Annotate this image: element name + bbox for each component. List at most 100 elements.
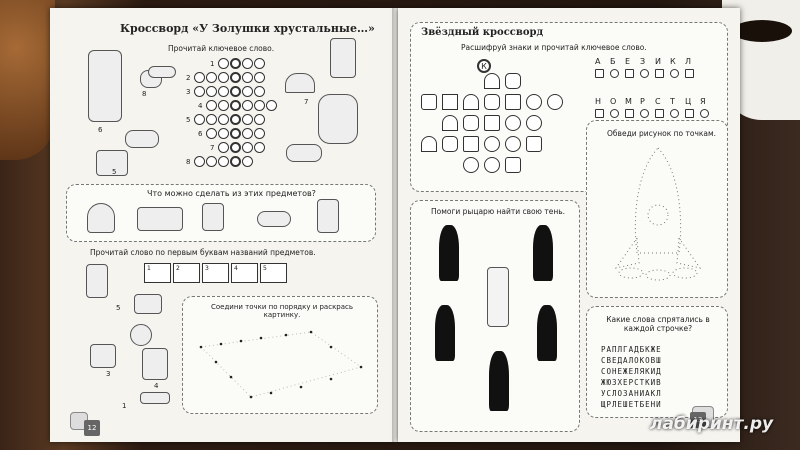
crossword-cell[interactable] (254, 142, 265, 153)
symbol-cell[interactable] (484, 94, 500, 110)
crossword-cell[interactable] (242, 156, 253, 167)
crossword-cell[interactable] (218, 100, 229, 111)
crossword-cell[interactable] (206, 72, 217, 83)
question-materials: Что можно сделать из этих предметов? (147, 189, 316, 198)
beads-picture (148, 66, 176, 78)
symbol-cell[interactable] (505, 94, 521, 110)
crossword-cell[interactable] (242, 100, 253, 111)
crossword-cell[interactable] (254, 58, 265, 69)
crossword-cell[interactable] (218, 156, 229, 167)
symbol-cell[interactable] (484, 157, 500, 173)
answer-box[interactable]: 1 (144, 263, 171, 283)
symbol-cell[interactable] (484, 136, 500, 152)
crossword-cell[interactable] (230, 128, 241, 139)
cipher-letter: И (655, 57, 661, 66)
shadow-option-4[interactable] (537, 305, 557, 361)
symbol-cell[interactable] (547, 94, 563, 110)
answer-box[interactable]: 4 (231, 263, 258, 283)
item-number: 8 (142, 90, 147, 98)
symbol-cell[interactable] (421, 94, 437, 110)
symbol-cell[interactable] (463, 136, 479, 152)
crossword-cell[interactable] (266, 100, 277, 111)
symbol-cell[interactable] (526, 115, 542, 131)
symbol-cell[interactable] (484, 115, 500, 131)
crossword-cell[interactable] (194, 86, 205, 97)
answer-box[interactable]: 2 (173, 263, 200, 283)
crossword-cell[interactable] (230, 114, 241, 125)
crossword-cell[interactable] (242, 114, 253, 125)
crossword-cell[interactable] (230, 86, 241, 97)
symbol-cell[interactable] (463, 94, 479, 110)
crossword-cell[interactable] (206, 156, 217, 167)
crossword-cell[interactable] (206, 100, 217, 111)
crossword-row-number: 5 (186, 116, 191, 124)
symbol-cell[interactable] (505, 136, 521, 152)
page-number-right: 13 (690, 412, 706, 428)
crossword-cell[interactable] (194, 156, 205, 167)
symbol-cell[interactable] (442, 115, 458, 131)
crossword-cell[interactable] (218, 114, 229, 125)
crossword-cell[interactable] (254, 128, 265, 139)
crossword-cell[interactable] (218, 86, 229, 97)
shadow-option-2[interactable] (533, 225, 553, 281)
crossword-cell[interactable] (230, 100, 241, 111)
left-page-title: Кроссворд «У Золушки хрустальные…» (120, 22, 375, 35)
cipher-symbol (610, 69, 619, 78)
crossword-cell[interactable] (242, 58, 253, 69)
cipher-letter: А (595, 57, 601, 66)
cipher-letter: Я (700, 97, 706, 106)
tree-picture (87, 203, 115, 233)
crossword-cell[interactable] (254, 86, 265, 97)
crossword-cell[interactable] (254, 100, 265, 111)
symbol-cell[interactable] (442, 94, 458, 110)
answer-box[interactable]: 3 (202, 263, 229, 283)
cipher-symbol (655, 109, 664, 118)
cap-picture (285, 73, 315, 93)
symbol-cell[interactable] (526, 136, 542, 152)
crossword-cell[interactable] (254, 114, 265, 125)
crossword-cell[interactable] (242, 128, 253, 139)
symbol-cell[interactable] (526, 94, 542, 110)
shadow-option-1[interactable] (439, 225, 459, 281)
letter-grid-row: ЩРЛЕШЕТБЕНИ (601, 400, 662, 409)
crossword-cell[interactable] (254, 72, 265, 83)
shadow-option-5[interactable] (489, 351, 509, 411)
crossword-cell[interactable] (218, 72, 229, 83)
answer-box[interactable]: 5 (260, 263, 287, 283)
symbol-cell[interactable] (484, 73, 500, 89)
symbol-cell[interactable] (505, 157, 521, 173)
symbol-cell[interactable] (442, 136, 458, 152)
crossword-cell[interactable] (206, 86, 217, 97)
symbol-cell[interactable] (421, 136, 437, 152)
right-page-title: Звёздный кроссворд (421, 27, 544, 38)
crossword-cell[interactable] (206, 114, 217, 125)
crossword-cell[interactable] (242, 142, 253, 153)
symbol-cell[interactable] (463, 157, 479, 173)
cipher-instruction: Расшифруй знаки и прочитай ключевое слов… (461, 43, 647, 52)
crossword-cell[interactable] (230, 156, 241, 167)
crossword-cell[interactable] (230, 58, 241, 69)
crossword-cell[interactable] (218, 58, 229, 69)
symbol-cell[interactable] (505, 73, 521, 89)
crossword-cell[interactable] (194, 114, 205, 125)
crossword-cell[interactable] (218, 142, 229, 153)
crossword-cell[interactable] (230, 72, 241, 83)
crossword-cell[interactable] (242, 86, 253, 97)
crossword-cell[interactable] (230, 142, 241, 153)
cipher-letter: М (625, 97, 632, 106)
symbol-cell[interactable] (505, 115, 521, 131)
shadow-option-3[interactable] (435, 305, 455, 361)
crossword-cell[interactable] (194, 72, 205, 83)
cipher-letter: З (640, 57, 646, 66)
symbol-cell[interactable] (463, 115, 479, 131)
picture-number: 3 (106, 370, 111, 378)
cipher-letter: К (670, 57, 676, 66)
crossword-cell[interactable] (242, 72, 253, 83)
cipher-letter: Е (625, 57, 631, 66)
crossword-cell[interactable] (206, 128, 217, 139)
crossword-cell[interactable] (218, 128, 229, 139)
sneakers-picture (125, 130, 159, 148)
